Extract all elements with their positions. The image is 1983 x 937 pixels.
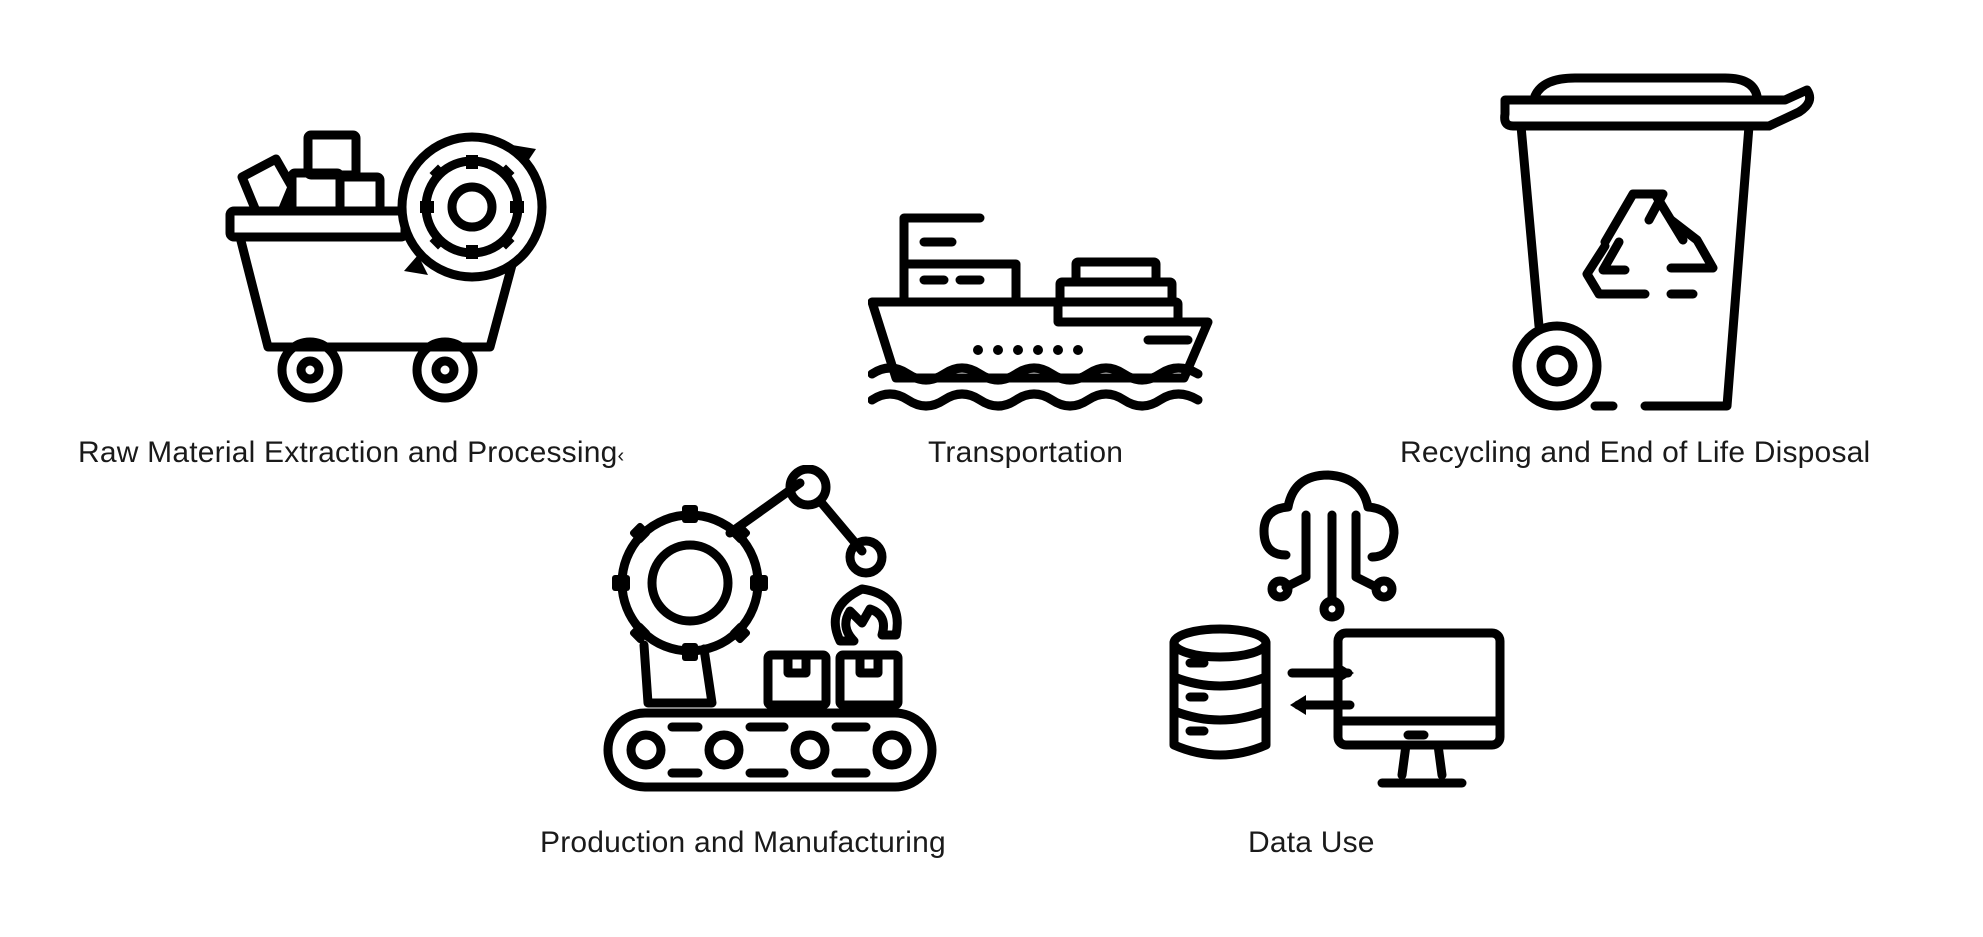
cloud-database-monitor-icon — [1168, 465, 1508, 795]
truncation-marker: ‹ — [617, 445, 625, 467]
cargo-ship-icon — [868, 210, 1213, 415]
robotic-arm-conveyor-icon — [600, 465, 940, 795]
stage-label-recycling: Recycling and End of Life Disposal — [1400, 436, 1871, 469]
stage-label-transportation: Transportation — [928, 436, 1124, 469]
stage-label-data-use: Data Use — [1248, 826, 1375, 859]
stage-label-production: Production and Manufacturing — [540, 826, 946, 859]
stage-label-raw-material: Raw Material Extraction and Processing‹ — [78, 436, 625, 469]
mining-cart-gear-icon — [220, 125, 560, 410]
recycling-bin-icon — [1495, 70, 1815, 415]
